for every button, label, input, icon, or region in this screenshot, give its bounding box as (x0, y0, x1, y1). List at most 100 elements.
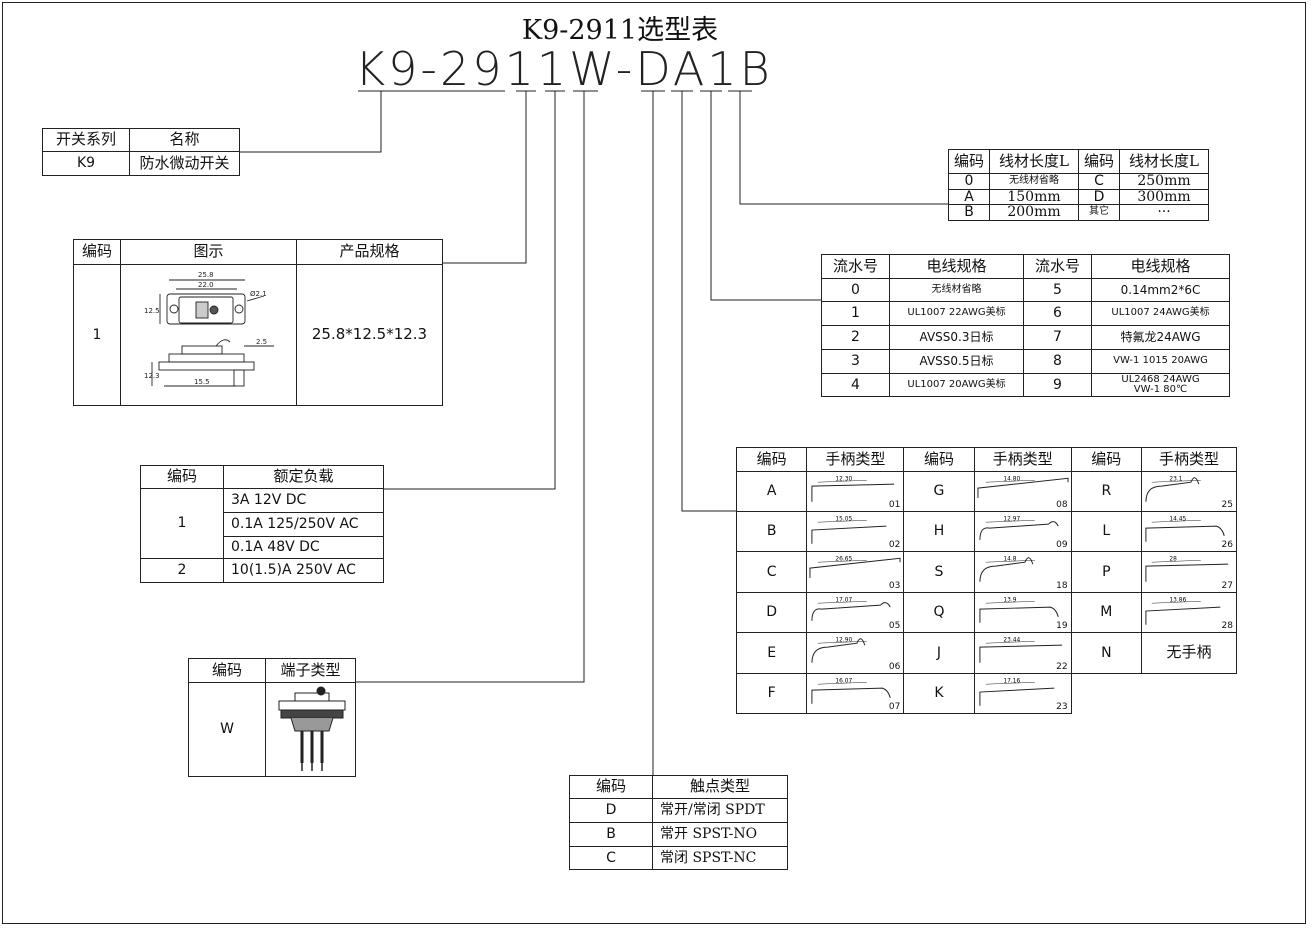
load-rating: 10(1.5)A 250V AC (223, 558, 384, 583)
handle-number: 06 (888, 661, 901, 672)
wire-length-value: ··· (1119, 204, 1209, 222)
wire-length-code: B (948, 204, 990, 222)
handle-empty-cell (1141, 673, 1237, 714)
wire-length-code: 其它 (1078, 204, 1120, 222)
lever-dimension: 14.8 (1003, 556, 1016, 562)
wire-length-value: 200mm (989, 204, 1079, 222)
handle-type-cell: 15.05 02 (806, 511, 905, 552)
lever-dimension: 12.30 (836, 476, 853, 482)
handle-number: 27 (1221, 580, 1233, 591)
lever-dimension: 14.80 (1003, 476, 1020, 482)
series-header-name: 名称 (129, 128, 240, 152)
load-code-1: 1 (140, 488, 224, 559)
handle-code: C (735, 551, 808, 593)
handle-code: Q (903, 592, 975, 633)
lever-shape-icon: 28 (1145, 556, 1229, 582)
lever-shape-icon: 23.1 (1145, 476, 1201, 502)
wire-length-value: 150mm (989, 188, 1079, 206)
terminal-code: W (188, 682, 266, 777)
wire-spec-value: AVSS0.5日标 (889, 349, 1024, 374)
contact-type: 常开 SPST-NO (652, 822, 788, 847)
lever-dimension: 17.16 (1003, 678, 1020, 684)
model-code: K9-2911W-DA1B (355, 42, 773, 96)
lever-shape-icon: 15.05 (811, 516, 887, 544)
dim-base: 15.5 (194, 378, 210, 386)
handle-code: G (903, 471, 975, 512)
lever-shape-icon: 17.16 (979, 678, 1054, 706)
handle-type-cell: 12.90 06 (806, 632, 905, 674)
wire-spec-value: UL1007 20AWG美标 (889, 373, 1024, 397)
lever-dimension: 15.05 (836, 516, 853, 522)
lever-dimension: 17.07 (836, 597, 853, 603)
handle-code: J (903, 632, 975, 674)
terminal-table: 编码 端子类型 W (188, 658, 356, 777)
handle-code: B (735, 511, 808, 552)
wire-length-value: 无线材省略 (989, 173, 1079, 190)
handle-number: 02 (888, 539, 901, 550)
dim-lever: 2.5 (256, 338, 267, 346)
handle-type-cell: 17.16 23 (973, 673, 1072, 714)
contact-table: 编码 触点类型 D 常开/常闭 SPDT B 常开 SPST-NO C 常闭 S… (569, 775, 788, 870)
lever-shape-icon: 14.80 (977, 476, 1069, 498)
contact-header-code: 编码 (569, 775, 653, 799)
wire-length-code: 0 (948, 173, 990, 190)
contact-code: B (569, 822, 653, 847)
handle-code: D (735, 592, 808, 633)
wire-length-header: 编码 (948, 149, 990, 174)
wire-spec-no: 9 (1023, 373, 1092, 397)
wire-spec-no: 7 (1023, 325, 1092, 350)
product-header-spec: 产品规格 (296, 239, 443, 265)
lever-shape-icon: 14.8 (979, 556, 1035, 582)
product-header-code: 编码 (73, 239, 121, 265)
handle-header: 手柄类型 (1141, 447, 1237, 472)
handle-number: 03 (888, 580, 901, 591)
wire-spec-no: 0 (821, 278, 890, 302)
lever-shape-icon: 14.45 (1145, 516, 1225, 542)
handle-code: L (1070, 511, 1143, 552)
dim-hole: Ø2.1 (250, 290, 267, 298)
wire-spec-no: 6 (1023, 301, 1092, 326)
wire-length-value: 250mm (1119, 173, 1209, 190)
wire-spec-header: 流水号 (1023, 254, 1092, 279)
load-header-code: 编码 (140, 465, 224, 489)
terminal-drawing-icon (278, 686, 345, 771)
wire-length-code: D (1078, 188, 1120, 206)
wire-spec-no: 4 (821, 373, 890, 397)
lever-shape-icon: 26.65 (809, 556, 901, 578)
handle-number: 22 (1056, 661, 1068, 672)
wire-spec-header: 流水号 (821, 254, 890, 279)
load-table: 编码 额定负载 1 3A 12V DC 0.1A 125/250V AC 0.1… (140, 465, 384, 583)
load-rating: 3A 12V DC (223, 488, 384, 513)
wire-spec-value: AVSS0.3日标 (889, 325, 1024, 350)
lever-dimension: 12.90 (836, 637, 853, 643)
wire-spec-header: 电线规格 (1091, 254, 1230, 279)
wire-spec-value-extra: VW-1 80℃ (1133, 384, 1188, 395)
wire-spec-value: 特氟龙24AWG (1091, 325, 1230, 350)
handle-number: 08 (1056, 499, 1068, 510)
wire-spec-no: 5 (1023, 278, 1092, 302)
wire-spec-no: 2 (821, 325, 890, 350)
lever-shape-icon: 17.07 (811, 597, 892, 621)
terminal-header-type: 端子类型 (265, 658, 356, 683)
lever-shape-icon: 12.97 (979, 516, 1059, 540)
lever-dimension: 23.44 (1003, 637, 1020, 643)
product-code: 1 (73, 264, 121, 406)
wire-spec-value: 无线材省略 (889, 278, 1024, 302)
lever-dimension: 28 (1169, 556, 1177, 562)
handle-header: 编码 (903, 447, 975, 472)
wire-length-table: 编码 线材长度L 编码 线材长度L 0 无线材省略 C 250mm A 150m… (948, 149, 1209, 222)
handle-number: 23 (1056, 701, 1068, 712)
handle-code: S (903, 551, 975, 593)
lever-dimension: 14.45 (1169, 516, 1186, 522)
dim-h-side: 12.5 (144, 307, 160, 315)
handle-code: P (1070, 551, 1143, 593)
wire-length-header: 线材长度L (989, 149, 1079, 174)
contact-code: D (569, 798, 653, 823)
lever-shape-icon: 12.30 (811, 476, 895, 502)
product-drawing-cell: 25.8 22.0 Ø2.1 12.5 12.3 15.5 2.5 (120, 264, 297, 406)
wire-length-header: 线材长度L (1119, 149, 1209, 174)
